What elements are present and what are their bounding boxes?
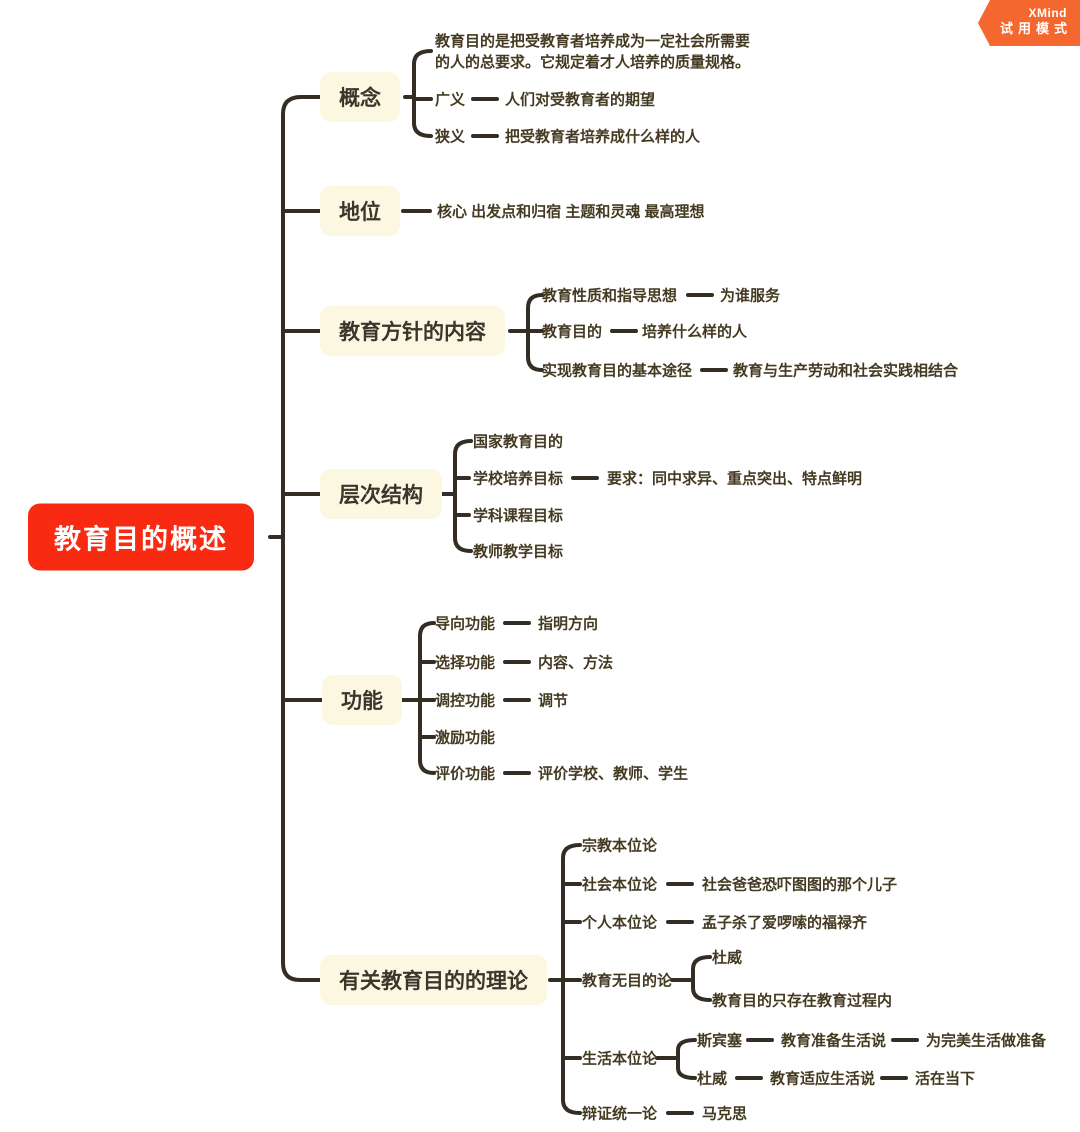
leaf-regulate-function[interactable]: 调控功能 [435,692,496,710]
branch-node-hierarchy[interactable]: 层次结构 [320,469,442,519]
leaf-life-standard[interactable]: 生活本位论 [582,1050,658,1068]
leaf-no-purpose-dewey[interactable]: 杜威 [712,949,743,967]
leaf-guide-function[interactable]: 导向功能 [435,615,496,633]
branch-node-theories[interactable]: 有关教育目的的理论 [320,955,547,1005]
root-node[interactable]: 教育目的概述 [28,503,254,571]
leaf-regulate-function-desc[interactable]: 调节 [538,692,569,710]
branch-node-concept[interactable]: 概念 [320,72,400,122]
leaf-narrow-sense[interactable]: 狭义 [435,128,466,146]
leaf-school-goal-desc[interactable]: 要求：同中求异、重点突出、特点鲜明 [607,470,863,488]
leaf-individual-standard[interactable]: 个人本位论 [582,914,658,932]
branch-node-status[interactable]: 地位 [320,186,400,236]
leaf-edu-purpose-desc[interactable]: 培养什么样的人 [642,323,748,341]
leaf-dialectical-unity[interactable]: 辩证统一论 [582,1105,658,1123]
leaf-guide-function-desc[interactable]: 指明方向 [538,615,599,633]
leaf-dash-connectors [471,97,919,1115]
leaf-adapt-life-theory[interactable]: 教育适应生活说 [770,1070,876,1088]
leaf-definition-line1: 教育目的是把受教育者培养成为一定社会所需要 [435,33,751,50]
leaf-broad-sense[interactable]: 广义 [435,91,466,109]
leaf-national-goal[interactable]: 国家教育目的 [473,433,564,451]
leaf-nature-guiding-desc[interactable]: 为谁服务 [720,287,781,305]
leaf-society-standard[interactable]: 社会本位论 [582,876,658,894]
leaf-subject-goal[interactable]: 学科课程目标 [473,507,564,525]
leaf-marx[interactable]: 马克思 [702,1105,748,1123]
leaf-broad-sense-desc[interactable]: 人们对受教育者的期望 [505,91,656,109]
leaf-teacher-goal[interactable]: 教师教学目标 [473,543,564,561]
branch-node-policy-content[interactable]: 教育方针的内容 [320,306,505,356]
leaf-basic-approach[interactable]: 实现教育目的基本途径 [542,362,693,380]
leaf-adapt-life-desc[interactable]: 活在当下 [915,1070,976,1088]
leaf-select-function-desc[interactable]: 内容、方法 [538,654,614,672]
leaf-evaluate-function[interactable]: 评价功能 [435,765,496,783]
leaf-religion-standard[interactable]: 宗教本位论 [582,837,658,855]
leaf-prepare-life-theory[interactable]: 教育准备生活说 [781,1032,887,1050]
leaf-definition[interactable]: 教育目的是把受教育者培养成为一定社会所需要 的人的总要求。它规定着才人培养的质量… [435,31,750,73]
trial-badge[interactable]: XMind 试用模式 [978,0,1080,46]
leaf-motivate-function[interactable]: 激励功能 [435,729,496,747]
leaf-evaluate-function-desc[interactable]: 评价学校、教师、学生 [538,765,689,783]
leaf-society-standard-desc[interactable]: 社会爸爸恐吓图图的那个儿子 [702,876,898,894]
leaf-no-purpose-desc[interactable]: 教育目的只存在教育过程内 [712,992,893,1010]
leaf-dewey[interactable]: 杜威 [697,1070,728,1088]
leaf-spencer[interactable]: 斯宾塞 [697,1032,743,1050]
branch-node-functions[interactable]: 功能 [322,675,402,725]
leaf-individual-standard-desc[interactable]: 孟子杀了爱啰嗦的福禄齐 [702,914,868,932]
trial-mode-label: 试用模式 [999,21,1072,36]
leaf-narrow-sense-desc[interactable]: 把受教育者培养成什么样的人 [505,128,701,146]
branch-connectors [268,49,712,1115]
leaf-nature-guiding[interactable]: 教育性质和指导思想 [542,287,678,305]
leaf-school-goal[interactable]: 学校培养目标 [473,470,564,488]
leaf-status-desc[interactable]: 核心 出发点和归宿 主题和灵魂 最高理想 [437,203,705,221]
leaf-prepare-life-desc[interactable]: 为完美生活做准备 [926,1032,1047,1050]
leaf-select-function[interactable]: 选择功能 [435,654,496,672]
leaf-basic-approach-desc[interactable]: 教育与生产劳动和社会实践相结合 [733,362,959,380]
leaf-definition-line2: 的人的总要求。它规定着才人培养的质量规格。 [435,54,751,71]
leaf-edu-purpose[interactable]: 教育目的 [542,323,603,341]
xmind-logo-text: XMind [1028,6,1067,20]
leaf-no-purpose-theory[interactable]: 教育无目的论 [582,972,673,990]
